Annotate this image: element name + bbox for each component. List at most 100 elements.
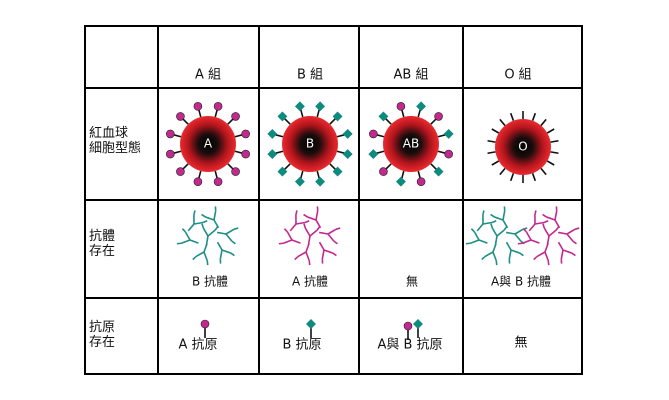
antigen-a-circle bbox=[416, 177, 426, 186]
antibody-y bbox=[294, 243, 311, 266]
antibody-y bbox=[192, 243, 209, 266]
antibody-y bbox=[517, 228, 540, 245]
antigen-stem bbox=[173, 150, 182, 155]
antibody-y bbox=[176, 228, 199, 245]
antigen-a-circle bbox=[213, 102, 223, 111]
antigen-a-circle bbox=[444, 149, 453, 159]
antigen-a-circle bbox=[369, 129, 378, 139]
antigen-stem bbox=[540, 167, 547, 176]
antigen-stem bbox=[283, 163, 291, 171]
antigen-a-circle bbox=[200, 319, 210, 329]
antigen-stem bbox=[197, 170, 202, 179]
antigen-stem bbox=[214, 170, 219, 179]
antigen-stem bbox=[275, 150, 284, 155]
antibody-y bbox=[533, 243, 550, 266]
antigen-stem bbox=[417, 170, 422, 179]
antigen-b-diamond bbox=[294, 101, 305, 112]
antibody-y bbox=[490, 223, 508, 246]
column-header-b: B 組 bbox=[296, 67, 324, 83]
antibody-caption-a: B 抗體 bbox=[191, 274, 229, 289]
antigen-symbol-ab-a bbox=[403, 321, 413, 340]
antigen-stem bbox=[531, 173, 537, 182]
antigen-a-circle bbox=[176, 167, 185, 176]
antigen-b-diamond bbox=[315, 101, 326, 112]
antigen-stem bbox=[299, 170, 304, 179]
antigen-stem bbox=[437, 133, 446, 138]
antibody-y bbox=[542, 223, 560, 246]
antibody-caption-b: A 抗體 bbox=[291, 274, 329, 289]
red-cell-type-o bbox=[487, 111, 559, 183]
antigen-b-diamond bbox=[306, 319, 316, 329]
antigen-stem bbox=[430, 117, 438, 125]
column-header-ab: AB 組 bbox=[393, 67, 429, 83]
antigen-stem bbox=[384, 117, 392, 125]
antigen-stem bbox=[546, 160, 555, 166]
antigen-stem bbox=[181, 163, 189, 171]
antigen-stem bbox=[329, 117, 337, 125]
antigen-b-diamond bbox=[342, 149, 353, 160]
antigen-symbol-ab-b bbox=[413, 319, 423, 338]
antigen-stem bbox=[336, 150, 345, 155]
antigen-b-diamond bbox=[267, 128, 278, 139]
row-label-antibody: 抗體 存在 bbox=[89, 229, 116, 259]
cell-marker-a: A bbox=[203, 136, 213, 151]
antigen-stem bbox=[227, 117, 235, 125]
antigen-a-circle bbox=[231, 112, 240, 121]
antigen-stem bbox=[283, 117, 291, 125]
antigen-b-diamond bbox=[416, 101, 427, 112]
antigen-stem bbox=[329, 163, 337, 171]
antigen-b-diamond bbox=[368, 149, 379, 160]
antibody-caption-ab: 無 bbox=[405, 274, 419, 289]
row-label-antigen: 抗原 存在 bbox=[89, 320, 116, 350]
cell-marker-b: B bbox=[305, 136, 315, 151]
antigen-symbol-b bbox=[306, 319, 316, 338]
antibody-y bbox=[505, 227, 528, 245]
antibody-y bbox=[187, 210, 208, 232]
antigen-a-circle bbox=[241, 129, 250, 139]
antigen-a-circle bbox=[379, 167, 388, 176]
antibody-y bbox=[289, 210, 310, 232]
antigen-b-diamond bbox=[294, 176, 305, 187]
antigen-a-circle bbox=[193, 177, 203, 186]
antigen-a-circle bbox=[193, 102, 203, 111]
antibody-y bbox=[557, 227, 580, 245]
antigen-stem bbox=[531, 112, 537, 121]
antigen-stem bbox=[400, 109, 405, 118]
antigen-b-diamond bbox=[433, 166, 444, 177]
antigen-b-diamond bbox=[267, 149, 278, 160]
antigen-stem bbox=[430, 163, 438, 171]
red-cell-type-a bbox=[166, 102, 250, 186]
antigen-stem bbox=[487, 151, 496, 155]
antigen-b-diamond bbox=[332, 166, 343, 177]
antigen-stem bbox=[417, 109, 422, 118]
antibody-cluster-anti-b-o bbox=[465, 206, 528, 266]
antigen-stem bbox=[499, 167, 506, 176]
red-blood-cells bbox=[166, 101, 559, 187]
antigen-stem bbox=[234, 133, 243, 138]
antigen-stem bbox=[491, 160, 500, 166]
antigen-a-circle bbox=[176, 112, 185, 121]
antigen-b-diamond bbox=[315, 176, 326, 187]
cell-body bbox=[282, 116, 338, 172]
antibodies bbox=[176, 206, 580, 266]
cell-body bbox=[383, 116, 439, 172]
antigen-stem bbox=[499, 118, 506, 127]
antigen-a-circle bbox=[231, 167, 240, 176]
antibody-y bbox=[476, 210, 497, 232]
antigen-stem bbox=[234, 150, 243, 155]
cell-marker-o: O bbox=[518, 139, 528, 154]
antigen-stem bbox=[437, 150, 446, 155]
antibody-y bbox=[216, 241, 235, 264]
antibody-caption-o: A與 B 抗體 bbox=[490, 274, 552, 289]
antibody-y bbox=[216, 227, 239, 245]
antibody-y bbox=[303, 206, 322, 229]
antigen-stem bbox=[299, 109, 304, 118]
antigen-stem bbox=[540, 118, 547, 127]
antigen-a-circle bbox=[166, 129, 175, 139]
antibody-y bbox=[542, 206, 561, 229]
antibody-y bbox=[303, 223, 321, 246]
table-grid bbox=[84, 25, 583, 375]
antigen-stem bbox=[227, 163, 235, 171]
antigen-a-circle bbox=[213, 177, 223, 186]
antibody-y bbox=[505, 241, 524, 264]
